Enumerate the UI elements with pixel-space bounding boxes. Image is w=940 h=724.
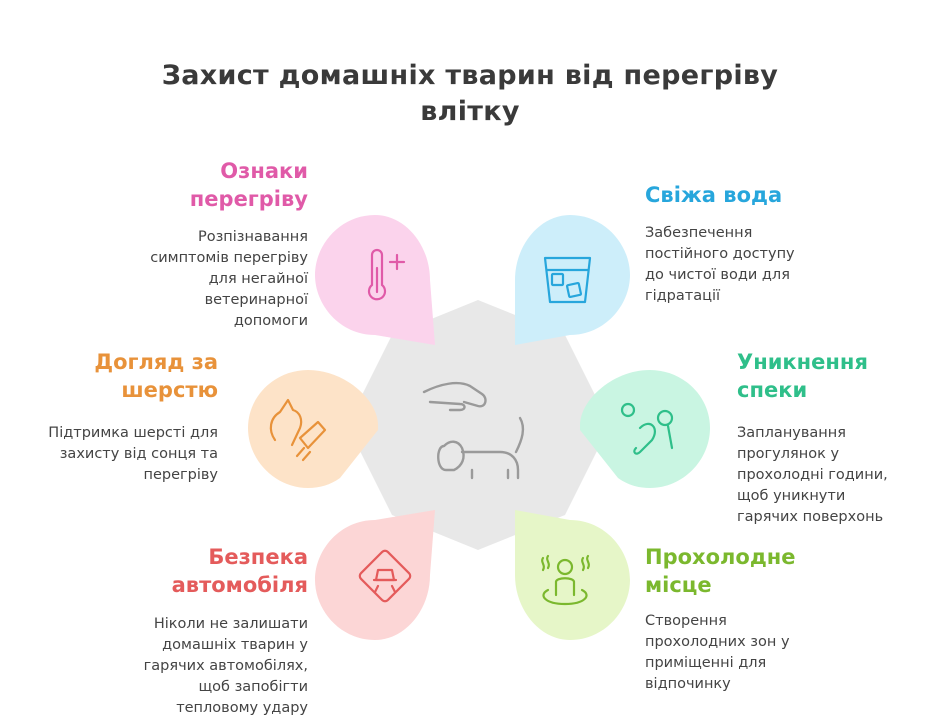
heading-grooming-line1: Догляд за [94, 350, 218, 374]
desc-line: захисту від сонця та [59, 446, 218, 462]
desc-line: гідратації [645, 288, 721, 304]
petal-grooming [248, 370, 378, 488]
desc-line: прогулянок у [737, 446, 840, 462]
desc-heat: Запланування прогулянок у прохолодні год… [737, 423, 932, 528]
title-line-1: Захист домашніх тварин від перегріву [161, 60, 779, 91]
glass-ice-icon [543, 256, 592, 304]
desc-line: гарячих автомобілях, [143, 658, 308, 674]
heading-heat-line2: спеки [737, 378, 808, 402]
desc-line: перегріву [143, 467, 218, 483]
desc-line: для негайної [208, 271, 308, 287]
heading-car-line2: автомобіля [171, 573, 308, 597]
page-title: Захист домашніх тварин від перегріву влі… [0, 58, 940, 130]
desc-car: Ніколи не залишати домашніх тварин у гар… [90, 614, 308, 719]
petal-car [315, 510, 435, 640]
heading-signs: Ознаки перегріву [160, 157, 308, 213]
desc-line: гарячих поверхонь [737, 509, 884, 525]
heading-water: Свіжа вода [645, 181, 845, 209]
desc-line: приміщенні для [645, 655, 767, 671]
desc-line: симптомів перегріву [150, 250, 308, 266]
title-line-2: влітку [420, 96, 520, 127]
desc-line: до чистої води для [645, 267, 790, 283]
desc-line: домашніх тварин у [162, 637, 308, 653]
heading-signs-line2: перегріву [189, 187, 308, 211]
walk-icon [620, 402, 674, 455]
heading-cool: Прохолодне місце [645, 543, 845, 599]
desc-line: прохолодні години, [737, 467, 888, 483]
heading-cool-line2: місце [645, 573, 712, 597]
car-warning-icon [358, 549, 412, 603]
desc-water: Забезпечення постійного доступу до чисто… [645, 223, 865, 307]
desc-line: ветеринарної [204, 292, 308, 308]
heading-cool-line1: Прохолодне [645, 545, 796, 569]
heading-signs-line1: Ознаки [220, 159, 308, 183]
desc-line: Розпізнавання [197, 229, 308, 245]
petal-water [515, 215, 630, 345]
desc-line: Ніколи не залишати [153, 616, 308, 632]
desc-cool: Створення прохолодних зон у приміщенні д… [645, 611, 855, 695]
heading-water-line1: Свіжа вода [645, 183, 783, 207]
desc-line: допомоги [233, 313, 308, 329]
petal-signs [315, 215, 435, 345]
desc-line: постійного доступу [645, 246, 795, 262]
center-hexagon [347, 300, 610, 550]
heading-heat: Уникнення спеки [737, 348, 927, 404]
desc-line: щоб запобігти [198, 679, 309, 695]
heading-heat-line1: Уникнення [737, 350, 868, 374]
heading-car: Безпека автомобіля [120, 543, 308, 599]
heading-car-line1: Безпека [208, 545, 308, 569]
petal-cool [515, 510, 630, 640]
desc-grooming: Підтримка шерсті для захисту від сонця т… [10, 423, 218, 486]
desc-line: щоб уникнути [737, 488, 846, 504]
cool-person-icon [541, 554, 590, 606]
desc-line: тепловому удару [176, 700, 308, 716]
desc-line: прохолодних зон у [645, 634, 790, 650]
petal-heat [580, 370, 710, 488]
hand-pet-dog-icon [422, 381, 525, 480]
desc-line: відпочинку [645, 676, 731, 692]
thermometer-icon [367, 248, 406, 301]
desc-signs: Розпізнавання симптомів перегріву для не… [110, 227, 308, 332]
desc-line: Запланування [737, 425, 846, 441]
pet-brush-icon [269, 398, 327, 462]
desc-line: Підтримка шерсті для [48, 425, 218, 441]
heading-grooming-line2: шерстю [121, 378, 218, 402]
desc-line: Створення [645, 613, 727, 629]
heading-grooming: Догляд за шерстю [60, 348, 218, 404]
desc-line: Забезпечення [645, 225, 753, 241]
